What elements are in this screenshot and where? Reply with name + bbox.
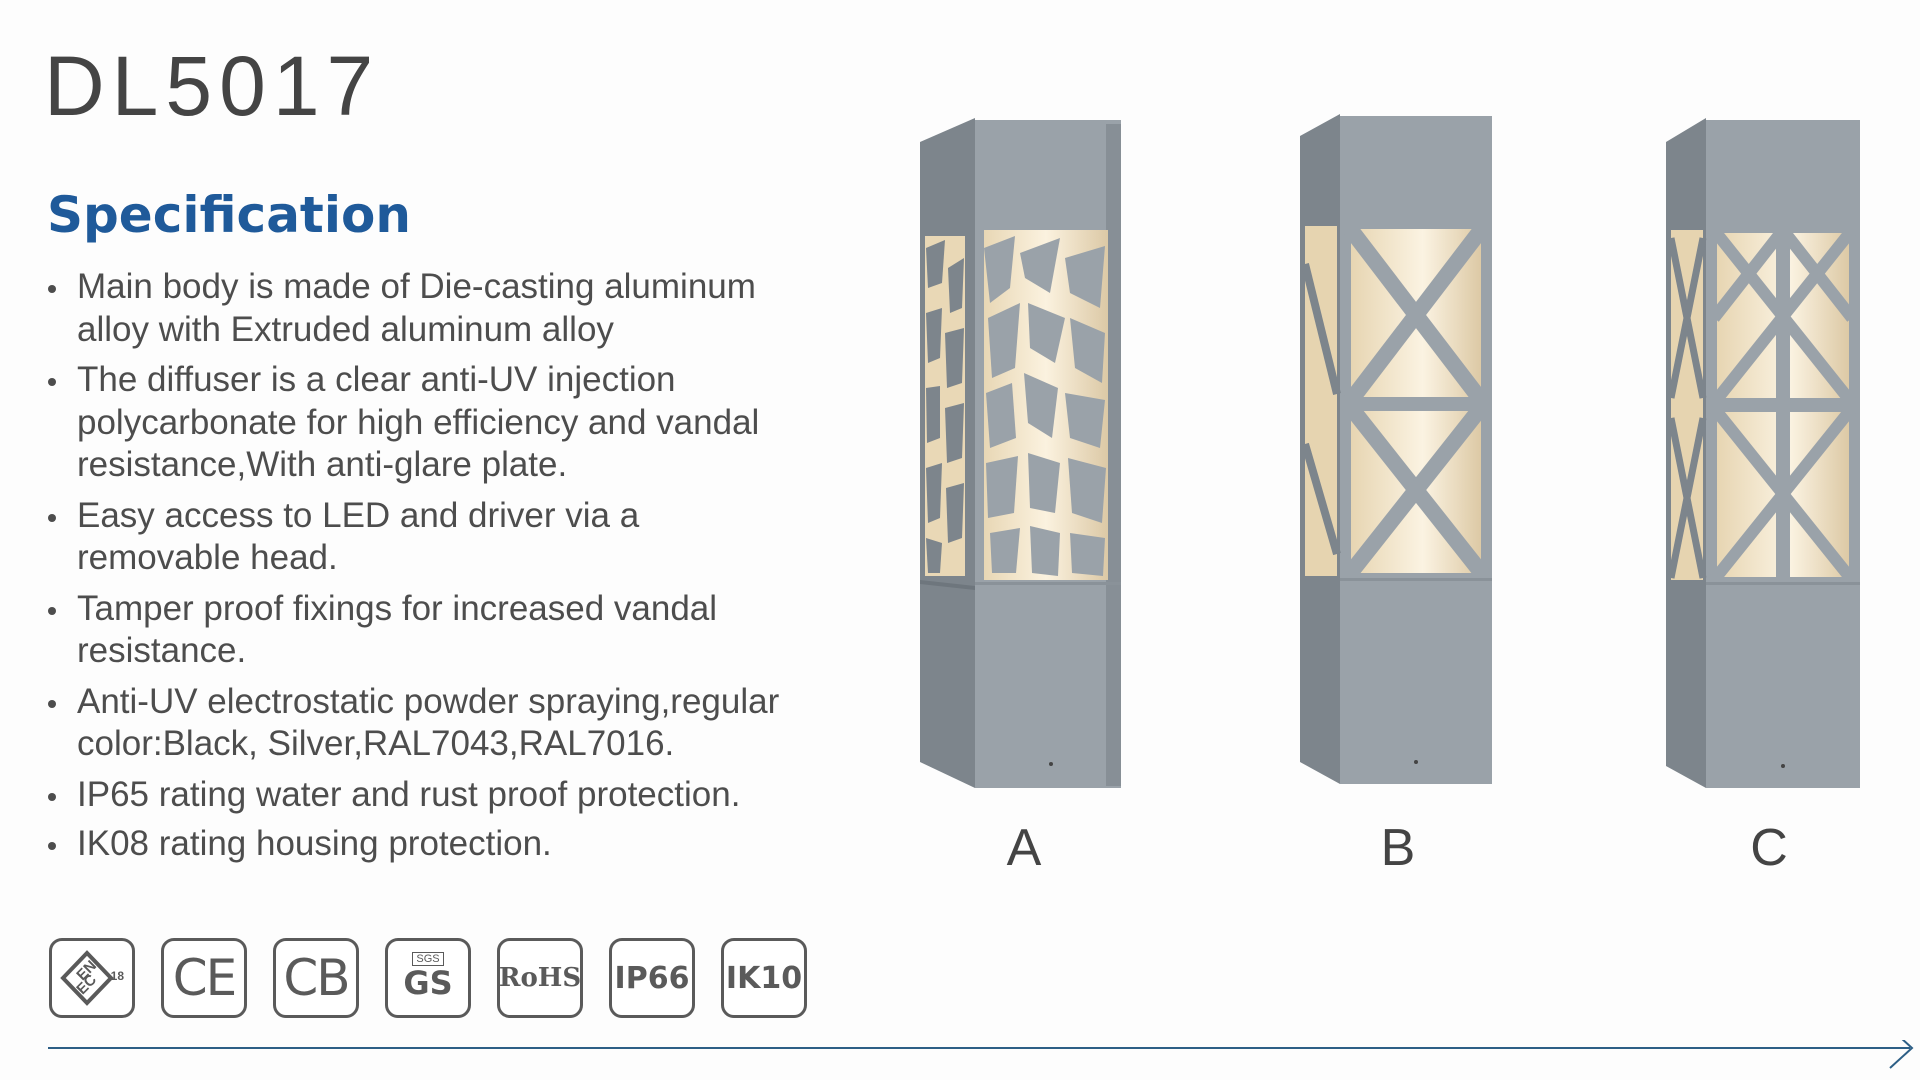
- spec-line: IK08 rating housing protection.: [77, 824, 552, 863]
- spec-line: removable head.: [77, 538, 338, 577]
- bollard-lamp-b-image: [1300, 114, 1492, 784]
- ik10-label: IK10: [725, 960, 803, 996]
- gs-label: GS: [403, 964, 453, 1002]
- spec-item: IP65 rating water and rust proof protect…: [48, 774, 848, 817]
- variant-label-a: A: [1006, 819, 1042, 877]
- product-model: DL5017: [44, 39, 381, 133]
- spec-line: Easy access to LED and driver via a: [77, 495, 640, 535]
- spec-line: resistance,With anti-glare plate.: [77, 445, 568, 484]
- sgs-gs-certification-icon: SGS GS: [385, 938, 471, 1018]
- rohs-certification-icon: RoHS: [497, 938, 583, 1018]
- enec-sub-label: 18: [110, 969, 124, 983]
- sgs-label: SGS: [412, 952, 444, 966]
- spec-line: Tamper proof fixings for increased vanda…: [77, 588, 718, 628]
- specification-list: Main body is made of Die-casting aluminu…: [48, 266, 848, 874]
- bollard-lamp-a-image: [920, 118, 1121, 788]
- variant-label-b: B: [1380, 819, 1416, 877]
- bollard-lamp-c-image: [1666, 118, 1860, 788]
- spec-item: Main body is made of Die-casting aluminu…: [48, 266, 848, 351]
- specification-heading: Specification: [47, 186, 411, 244]
- spec-line: polycarbonate for high efficiency and va…: [77, 402, 760, 442]
- ce-certification-icon: CE: [161, 938, 247, 1018]
- bottom-arrow-line: [48, 1040, 1914, 1069]
- spec-line: color:Black, Silver,RAL7043,RAL7016.: [77, 724, 675, 763]
- spec-item: The diffuser is a clear anti-UV injectio…: [48, 359, 848, 487]
- spec-line: Anti-UV electrostatic powder spraying,re…: [77, 681, 780, 721]
- rohs-label: RoHS: [498, 963, 582, 993]
- spec-item: IK08 rating housing protection.: [48, 823, 848, 866]
- cb-certification-icon: CB: [273, 938, 359, 1018]
- spec-item: Anti-UV electrostatic powder spraying,re…: [48, 681, 848, 766]
- cb-label: CB: [283, 949, 350, 1007]
- ik10-certification-icon: IK10: [721, 938, 807, 1018]
- spec-line: alloy with Extruded aluminum alloy: [77, 309, 614, 349]
- variant-label-c: C: [1750, 819, 1788, 877]
- spec-line: IP65 rating water and rust proof protect…: [77, 774, 741, 814]
- spec-item: Tamper proof fixings for increased vanda…: [48, 588, 848, 673]
- spec-item: Easy access to LED and driver via a remo…: [48, 495, 848, 580]
- spec-line: The diffuser is a clear anti-UV injectio…: [77, 360, 676, 399]
- spec-line: resistance.: [77, 631, 247, 670]
- enec-certification-icon: EN EC 18: [49, 938, 135, 1018]
- ip66-label: IP66: [614, 960, 690, 996]
- ip66-certification-icon: IP66: [609, 938, 695, 1018]
- ce-label: CE: [172, 949, 238, 1007]
- spec-line: Main body is made of Die-casting aluminu…: [77, 267, 756, 306]
